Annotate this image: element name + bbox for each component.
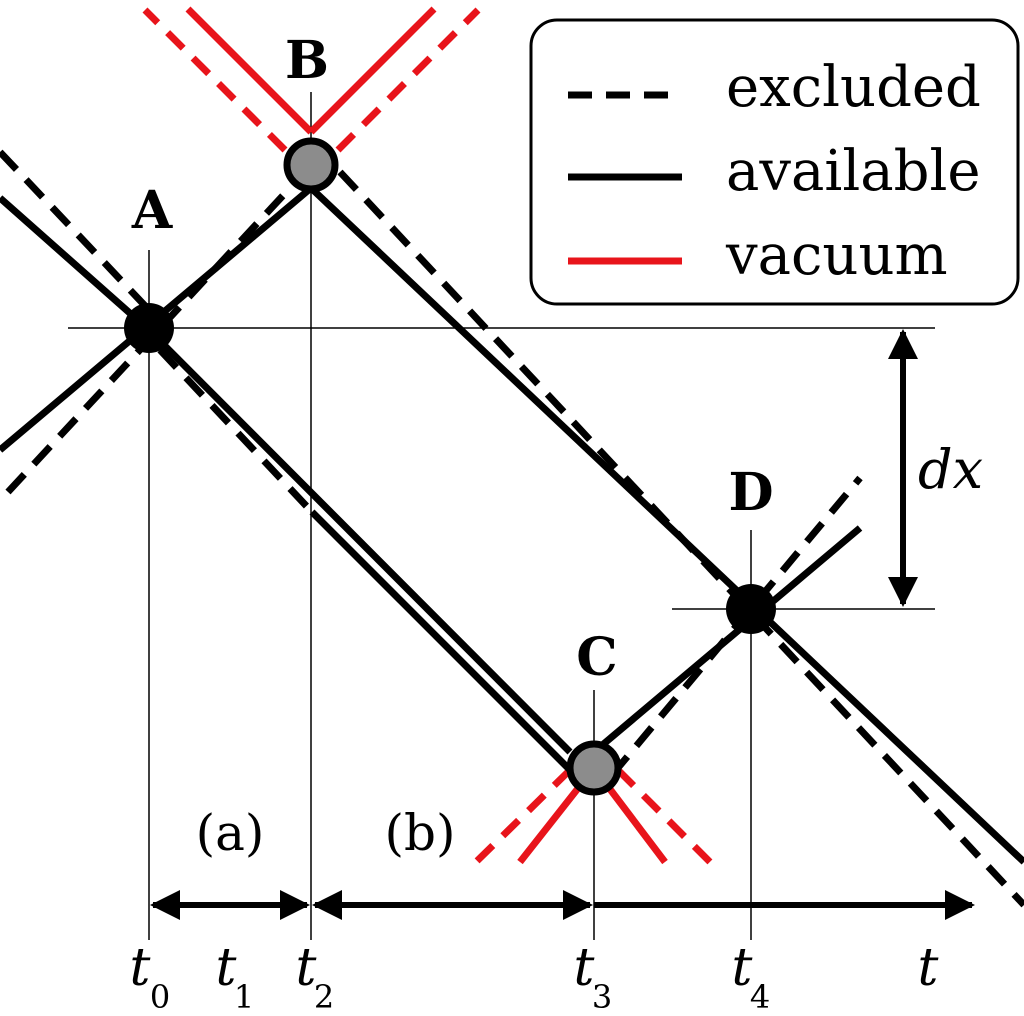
legend-label-vacuum: vacuum: [725, 223, 948, 288]
time-label-t4-sub: 4: [750, 978, 770, 1016]
vacuum-b-left-dashed: [142, 7, 288, 153]
vacuum-b-left-solid: [185, 6, 314, 135]
dx-label: dx: [918, 438, 983, 501]
excluded-a-below: [157, 347, 315, 515]
vacuum-c-right-dashed: [615, 767, 713, 865]
legend-label-available: available: [726, 139, 981, 204]
time-labels: t 0 t 1 t 2 t 3 t 4 t: [130, 938, 939, 1016]
time-label-t1-sub: 1: [234, 978, 254, 1016]
available-c-up: [591, 525, 863, 755]
vacuum-c-left-dashed: [473, 767, 573, 865]
available-a-to-c: [146, 327, 573, 755]
points: [124, 137, 776, 796]
point-c: [566, 740, 622, 796]
excluded-b-down: [337, 169, 1024, 908]
point-label-a: A: [131, 180, 173, 241]
interval-label-a: (a): [196, 804, 265, 862]
time-label-t4: t: [732, 938, 753, 998]
legend-label-excluded: excluded: [726, 55, 981, 120]
time-label-t1: t: [216, 938, 237, 998]
available-b-down: [308, 185, 1024, 865]
vacuum-b-right-solid: [308, 6, 437, 135]
vacuum-b-right-dashed: [335, 7, 481, 153]
point-label-b: B: [285, 30, 329, 91]
time-label-t: t: [918, 938, 939, 998]
excluded-a-falling: [0, 149, 152, 313]
time-label-t2: t: [296, 938, 317, 998]
time-label-t0: t: [130, 938, 151, 998]
point-d: [726, 584, 776, 634]
available-a-falling: [0, 195, 152, 333]
point-a: [124, 303, 174, 353]
legend: excluded available vacuum: [529, 18, 1020, 306]
legend-box: [529, 18, 1020, 306]
point-label-c: C: [576, 627, 617, 688]
point-b: [283, 137, 339, 193]
time-label-t3: t: [574, 938, 595, 998]
time-label-t2-sub: 2: [314, 978, 334, 1016]
time-label-t0-sub: 0: [150, 978, 170, 1016]
point-label-d: D: [728, 462, 773, 523]
time-label-t3-sub: 3: [592, 978, 612, 1016]
interval-label-b: (b): [384, 804, 455, 862]
available-a-to-c-lower: [309, 509, 578, 778]
